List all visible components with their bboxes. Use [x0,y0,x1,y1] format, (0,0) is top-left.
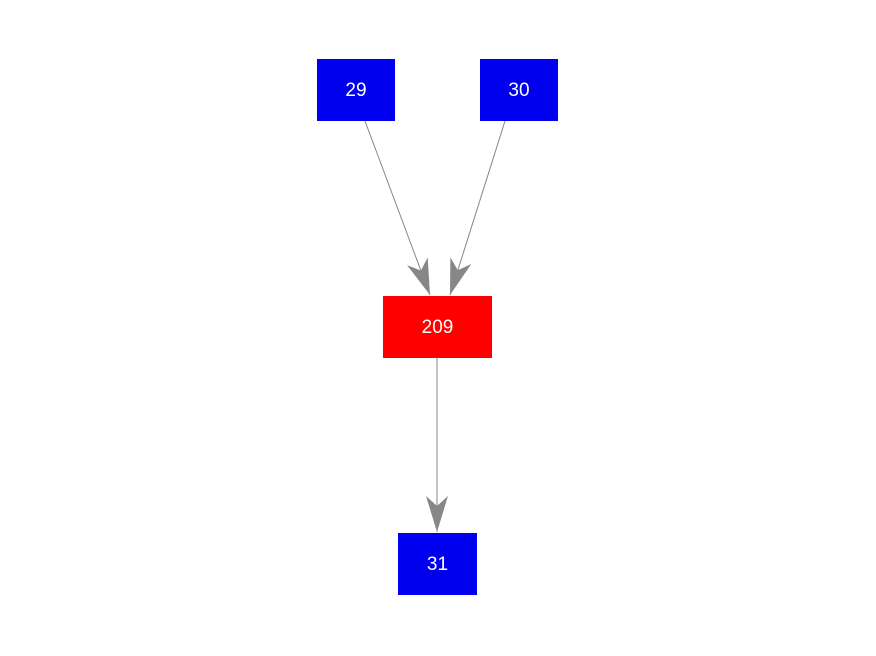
graph-edge-30-to-209 [449,120,506,296]
node-label: 209 [421,316,454,338]
node-label: 30 [508,79,530,101]
node-label: 29 [345,79,367,101]
node-label: 31 [426,553,449,575]
graph-node-30[interactable]: 30 [480,59,558,121]
graph-node-209[interactable]: 209 [383,296,492,358]
graph-edge-29-to-209 [364,120,431,296]
graph-node-29[interactable]: 29 [317,59,395,121]
graph-node-31[interactable]: 31 [398,533,477,595]
